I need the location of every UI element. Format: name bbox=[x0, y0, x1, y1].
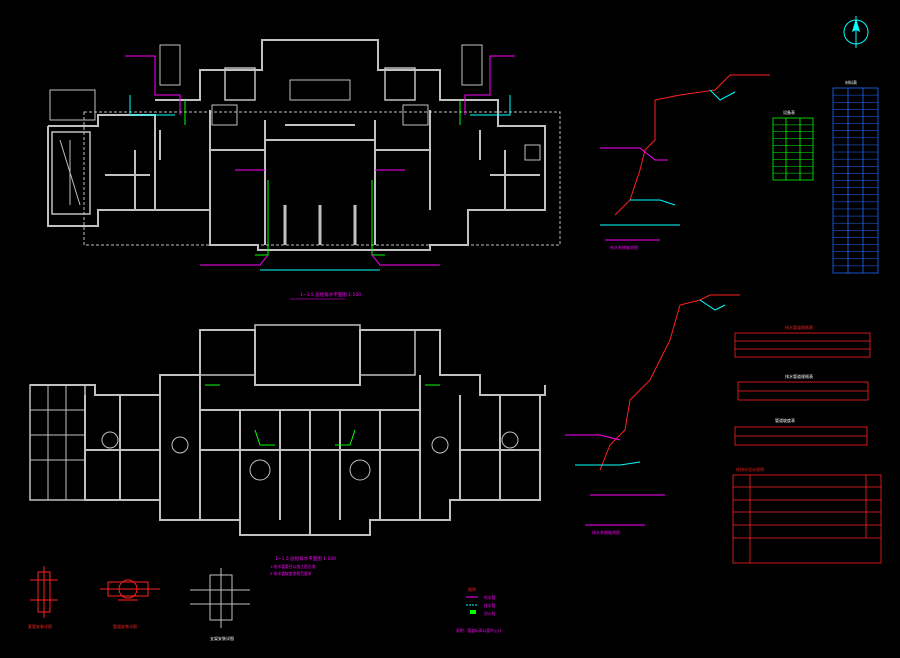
supply-riser-lower-caption: 排水系统轴测图 bbox=[592, 529, 620, 535]
detail-3-caption: 支架安装详图 bbox=[210, 635, 234, 641]
red-table-2 bbox=[737, 381, 869, 401]
green-table-title: 设备表 bbox=[783, 109, 795, 115]
legend-note: 说明：管道标高以管中心计 bbox=[456, 628, 502, 633]
upper-plan-pipes bbox=[125, 55, 515, 271]
upper-floor-plan bbox=[47, 39, 561, 251]
detail-1-caption: 套管安装详图 bbox=[28, 623, 52, 629]
lower-plan-caption: 1~1.5 层给排水平面图 1:100 bbox=[275, 555, 336, 562]
red-table-3 bbox=[734, 426, 868, 446]
supply-riser-upper-diagram bbox=[600, 74, 770, 241]
detail-2-caption: 管道安装详图 bbox=[113, 623, 137, 629]
detail-2-drawing bbox=[100, 579, 160, 601]
red-table-1 bbox=[734, 332, 871, 358]
north-arrow-icon bbox=[843, 16, 869, 48]
blue-table-title: 材料表 bbox=[845, 79, 857, 85]
supply-riser-lower-diagram bbox=[565, 294, 740, 526]
lower-plan-pipes bbox=[205, 384, 440, 446]
red-table-4 bbox=[732, 474, 882, 564]
legend-item-3: 消火栓 bbox=[484, 611, 496, 616]
red-table-2-title: 排水管道规格表 bbox=[785, 373, 813, 379]
detail-3-drawing bbox=[190, 568, 250, 628]
red-table-1-title: 给水管道规格表 bbox=[785, 324, 813, 330]
detail-1-drawing bbox=[30, 566, 58, 618]
supply-riser-upper-caption: 给水系统轴测图 bbox=[610, 244, 638, 250]
legend: 图例 给水管 排水管 消火栓 说明：管道标高以管中心计 bbox=[456, 586, 502, 633]
red-table-3-title: 管道坡度表 bbox=[775, 417, 795, 423]
lower-plan-note-1: 1.给水管管径以施工图为准 bbox=[270, 564, 316, 569]
legend-item-1: 给水管 bbox=[484, 595, 496, 600]
green-table-rows bbox=[773, 124, 813, 174]
legend-title: 图例 bbox=[468, 586, 476, 592]
lower-floor-plan bbox=[29, 324, 546, 536]
blue-table-rows bbox=[833, 94, 878, 267]
legend-item-2: 排水管 bbox=[484, 603, 496, 608]
red-table-4-title: 给排水设计说明 bbox=[736, 466, 764, 472]
lower-plan-note-2: 2.排水管坡度按规范要求 bbox=[270, 571, 312, 576]
green-equipment-table bbox=[772, 117, 814, 181]
upper-plan-caption: 1~1.5 层给排水平面图 1:100 bbox=[300, 291, 361, 298]
